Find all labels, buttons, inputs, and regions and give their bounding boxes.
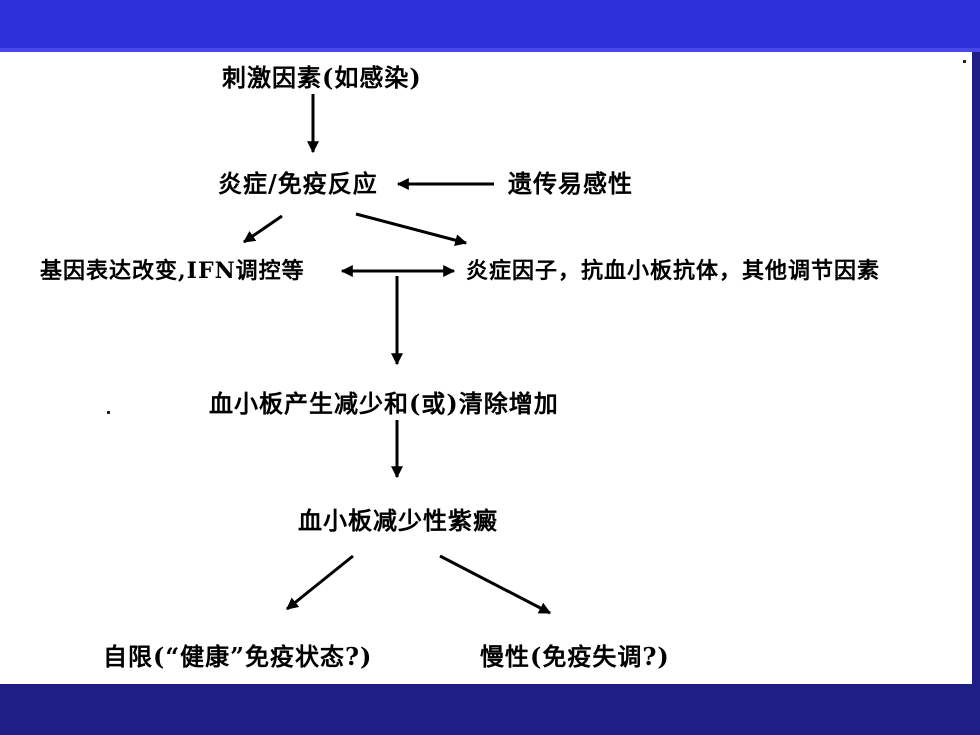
arrow-inflammation-to-factors (355, 212, 468, 247)
node-self-limited: 自限(“健康”免疫状态?) (103, 642, 373, 671)
frame-right (972, 52, 980, 684)
arrow-itp-to-self-limited (286, 554, 354, 611)
arrow-inflammation-to-gene-expression (243, 214, 283, 244)
node-platelet-change: 血小板产生减少和(或)清除增加 (209, 389, 559, 418)
node-chronic: 慢性(免疫失调?) (480, 642, 670, 671)
node-gene-expression: 基因表达改变,IFN调控等 (40, 258, 305, 284)
node-stimulus: 刺激因素(如感染) (222, 63, 422, 92)
scan-speck (107, 411, 110, 414)
title-band-accent (0, 48, 980, 52)
frame-bottom (0, 684, 980, 735)
title-band (0, 0, 980, 48)
arrow-itp-to-chronic (439, 554, 552, 615)
node-inflammation: 炎症/免疫反应 (218, 169, 378, 198)
node-genetic: 遗传易感性 (508, 169, 633, 198)
diagram-panel: 刺激因素(如感染) 炎症/免疫反应 遗传易感性 基因表达改变,IFN调控等 炎症… (0, 52, 972, 684)
node-itp: 血小板减少性紫癜 (298, 506, 498, 535)
scan-speck (963, 60, 966, 63)
flow-arrows (243, 94, 552, 615)
node-factors: 炎症因子，抗血小板抗体，其他调节因素 (466, 258, 881, 284)
